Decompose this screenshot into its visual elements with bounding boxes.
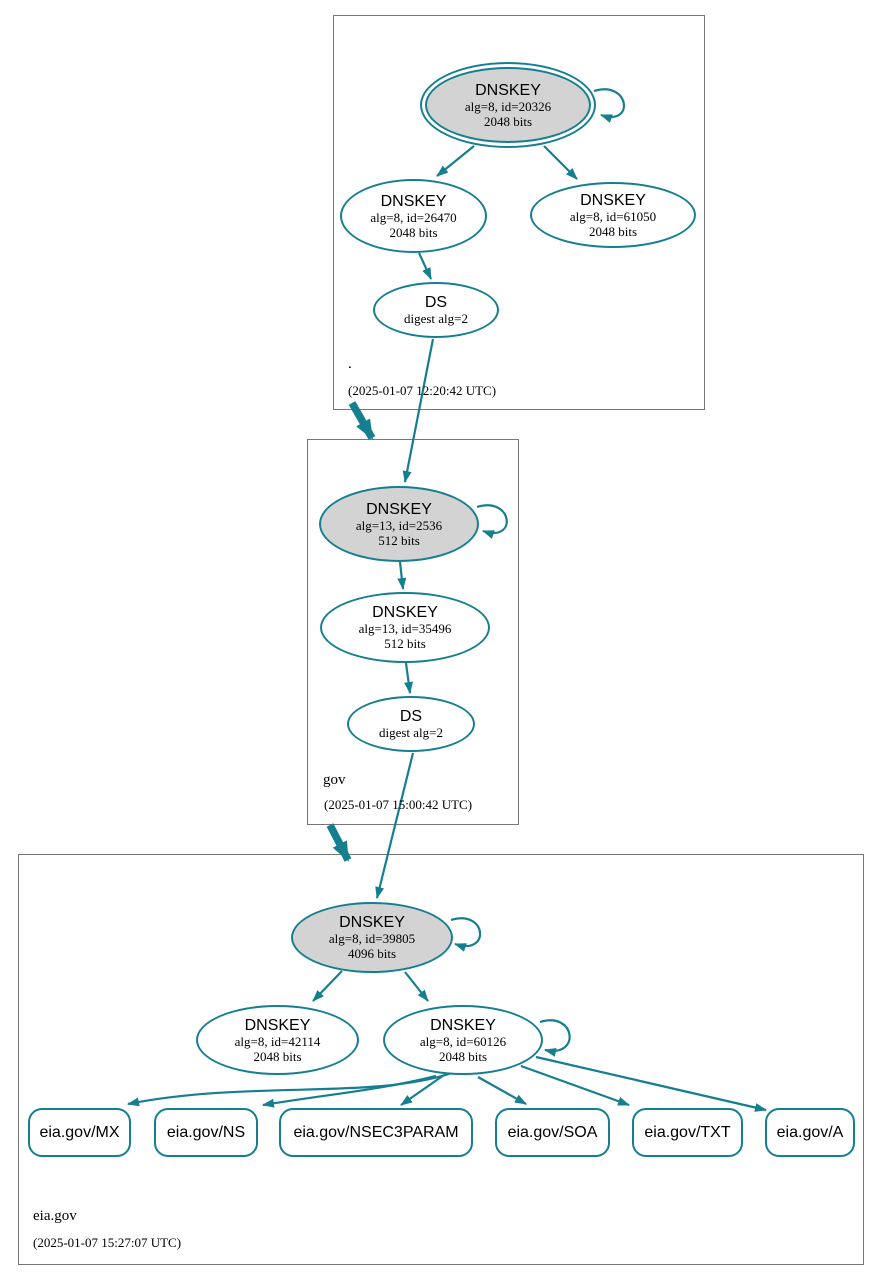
dnskey-35496-node[interactable]: DNSKEY alg=13, id=35496 512 bits [320, 592, 490, 663]
edge-39805-to-42114 [312, 970, 343, 1002]
zone-box-root [333, 15, 705, 410]
node-title: DNSKEY [339, 914, 405, 931]
edge-20326-to-61050 [543, 145, 578, 180]
rrset-eia-gov-a[interactable]: eia.gov/A [765, 1108, 855, 1157]
node-bits: 2048 bits [253, 1048, 302, 1064]
zone-label-eia-gov: eia.gov [33, 1208, 77, 1224]
zone-label-gov: gov [323, 772, 346, 788]
edge-60126-to-mx [127, 1071, 453, 1107]
node-alg: alg=13, id=35496 [358, 621, 452, 636]
rrset-eia-gov-nsec3param[interactable]: eia.gov/NSEC3PARAM [279, 1108, 473, 1157]
node-alg: alg=13, id=2536 [355, 517, 443, 533]
rrset-label: eia.gov/TXT [644, 1123, 731, 1141]
edge-60126-to-a [535, 1055, 767, 1112]
self-loop-dnskey-2536 [476, 504, 508, 539]
node-bits: 512 bits [384, 636, 426, 651]
edge-60126-to-txt [520, 1064, 630, 1107]
rrset-label: eia.gov/NSEC3PARAM [293, 1123, 459, 1141]
node-title: DNSKEY [366, 500, 432, 518]
dnskey-20326-node[interactable]: DNSKEY alg=8, id=20326 2048 bits [420, 62, 596, 148]
zone-timestamp-gov: (2025-01-07 15:00:42 UTC) [324, 797, 473, 812]
edge-2536-to-35496 [397, 561, 407, 590]
self-loop-dnskey-20326 [593, 88, 626, 123]
rrset-eia-gov-soa[interactable]: eia.gov/SOA [495, 1108, 610, 1157]
node-alg: alg=8, id=39805 [328, 931, 416, 946]
ds-root-node[interactable]: DS digest alg=2 [373, 282, 499, 338]
node-bits: 4096 bits [347, 946, 397, 961]
edge-35496-to-ds-gov [404, 662, 414, 694]
node-alg: digest alg=2 [403, 311, 469, 326]
rrset-eia-gov-ns[interactable]: eia.gov/NS [154, 1108, 258, 1157]
ds-gov-node[interactable]: DS digest alg=2 [347, 696, 475, 752]
node-title: DS [424, 294, 448, 311]
edge-60126-to-nsec3param [400, 1074, 445, 1106]
node-bits: 2048 bits [483, 113, 533, 129]
zone-box-eia-gov [18, 854, 864, 1265]
edge-20326-to-26470 [436, 145, 475, 177]
trust-anchor-inner-ring [425, 67, 591, 143]
edge-ds-root-to-gov-ksk [402, 338, 435, 483]
node-alg: alg=8, id=60126 [419, 1033, 507, 1049]
node-alg: alg=8, id=20326 [464, 98, 552, 114]
node-title: DNSKEY [475, 81, 541, 99]
dnskey-2536-node[interactable]: DNSKEY alg=13, id=2536 512 bits [319, 486, 479, 562]
rrset-label: eia.gov/A [776, 1123, 844, 1141]
node-alg: alg=8, id=26470 [370, 209, 457, 225]
rrset-label: eia.gov/SOA [507, 1123, 598, 1141]
delegation-arrow-gov-to-eia [326, 823, 352, 862]
node-title: DNSKEY [580, 191, 646, 209]
zone-timestamp-eia-gov: (2025-01-07 15:27:07 UTC) [33, 1235, 182, 1250]
edge-ds-gov-to-eia-ksk [375, 752, 415, 899]
edge-60126-to-soa [477, 1076, 527, 1105]
node-title: DNSKEY [372, 604, 438, 621]
dnskey-42114-node[interactable]: DNSKEY alg=8, id=42114 2048 bits [196, 1005, 359, 1075]
node-alg: alg=8, id=61050 [569, 208, 657, 224]
node-bits: 2048 bits [588, 223, 638, 239]
dnskey-39805-node[interactable]: DNSKEY alg=8, id=39805 4096 bits [291, 902, 453, 973]
dnskey-26470-node[interactable]: DNSKEY alg=8, id=26470 2048 bits [340, 179, 487, 253]
node-bits: 512 bits [378, 532, 420, 548]
node-title: DNSKEY [430, 1016, 496, 1034]
zone-label-root: . [348, 356, 352, 372]
self-loop-dnskey-60126 [539, 1019, 571, 1057]
rrset-label: eia.gov/NS [166, 1123, 246, 1141]
node-alg: digest alg=2 [378, 725, 444, 740]
node-title: DNSKEY [380, 192, 447, 210]
node-title: DS [399, 708, 423, 725]
node-bits: 2048 bits [438, 1048, 488, 1064]
node-title: DNSKEY [244, 1016, 311, 1034]
self-loop-dnskey-39805 [450, 917, 482, 952]
dnskey-61050-node[interactable]: DNSKEY alg=8, id=61050 2048 bits [530, 182, 696, 248]
delegation-arrow-root-to-gov [348, 401, 376, 440]
edge-60126-to-ns [262, 1074, 437, 1108]
node-bits: 2048 bits [389, 224, 438, 240]
rrset-eia-gov-txt[interactable]: eia.gov/TXT [632, 1108, 743, 1157]
rrset-label: eia.gov/MX [39, 1123, 120, 1141]
rrset-eia-gov-mx[interactable]: eia.gov/MX [28, 1108, 131, 1157]
edge-26470-to-ds-root [418, 252, 432, 280]
node-alg: alg=8, id=42114 [234, 1033, 321, 1049]
edge-39805-to-60126 [404, 971, 429, 1002]
zone-timestamp-root: (2025-01-07 12:20:42 UTC) [348, 383, 497, 398]
dnskey-60126-node[interactable]: DNSKEY alg=8, id=60126 2048 bits [383, 1005, 543, 1075]
